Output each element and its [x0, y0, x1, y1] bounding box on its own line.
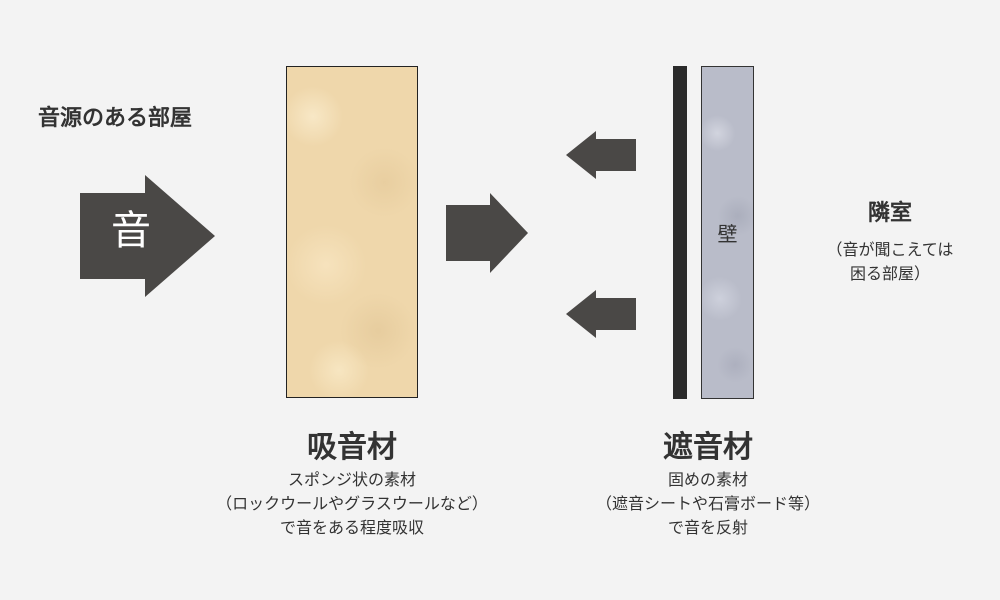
- incoming-sound-arrow-icon: [80, 175, 215, 297]
- barrier-title: 遮音材: [663, 430, 753, 465]
- wall-panel: [701, 66, 754, 399]
- absorber-desc-line: で音をある程度吸収: [279, 518, 424, 537]
- barrier-desc-line: 固めの素材: [667, 470, 748, 489]
- neighbor-desc-line: （音が聞こえては: [826, 240, 954, 259]
- transmitted-sound-arrow-icon: [446, 193, 528, 273]
- wall-label: 壁: [717, 222, 738, 246]
- sound-label: 音: [111, 208, 151, 254]
- reflected-sound-arrow-top-icon: [566, 131, 636, 179]
- absorber-desc-line: （ロックウールやグラスウールなど）: [216, 494, 488, 513]
- absorber-title: 吸音材: [307, 430, 397, 465]
- barrier-desc-line: （遮音シートや石膏ボード等）: [595, 494, 820, 513]
- absorber-panel: [286, 66, 418, 398]
- absorber-desc-line: スポンジ状の素材: [287, 470, 416, 489]
- reflected-sound-arrow-bottom-icon: [566, 290, 636, 338]
- sound-barrier-bar: [673, 66, 687, 399]
- barrier-description: 固めの素材 （遮音シートや石膏ボード等） で音を反射: [540, 468, 876, 540]
- neighbor-room-description: （音が聞こえては 困る部屋）: [800, 238, 980, 286]
- absorber-description: スポンジ状の素材 （ロックウールやグラスウールなど） で音をある程度吸収: [150, 468, 554, 540]
- source-room-label: 音源のある部屋: [38, 106, 193, 131]
- neighbor-room-title: 隣室: [867, 201, 912, 226]
- neighbor-desc-line: 困る部屋）: [849, 264, 930, 283]
- barrier-desc-line: で音を反射: [667, 518, 748, 537]
